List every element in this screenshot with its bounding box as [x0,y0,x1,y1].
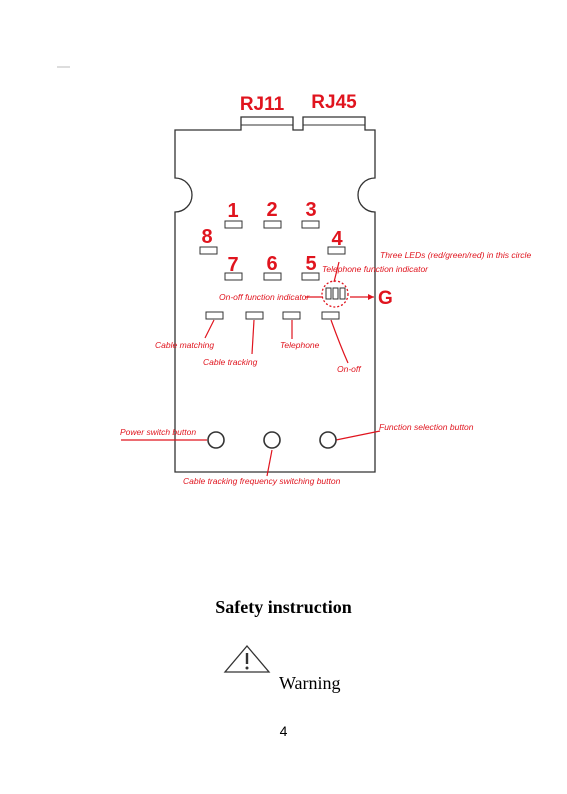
page-number: 4 [0,723,567,739]
callout-frequency-switch: Cable tracking frequency switching butto… [183,476,341,486]
callout-three-leds: Three LEDs (red/green/red) in this circl… [380,250,531,260]
number-2: 2 [266,199,277,221]
number-3: 3 [305,199,316,221]
led-slot-2 [264,221,281,228]
callout-cable-tracking: Cable tracking [203,357,258,367]
number-6: 6 [266,253,277,275]
function-selection-button[interactable] [320,432,336,448]
section-title: Safety instruction [0,597,567,618]
warning-label: Warning [279,673,341,694]
led-slot-onoff [322,312,339,319]
callout-function-selection: Function selection button [379,422,474,432]
led-g-left [326,288,331,299]
rj11-label: RJ11 [240,94,285,115]
led-g-mid [333,288,338,299]
number-4: 4 [331,228,343,250]
led-g-right [340,288,345,299]
led-slot-cable-matching [206,312,223,319]
callout-power-switch: Power switch button [120,427,196,437]
number-7: 7 [227,254,238,276]
callout-onoff: On-off [337,364,362,374]
number-5: 5 [305,253,316,275]
callout-cable-matching: Cable matching [155,340,214,350]
power-switch-button[interactable] [208,432,224,448]
number-1: 1 [227,200,238,222]
callout-telephone: Telephone [280,340,320,350]
led-slot-3 [302,221,319,228]
frequency-switch-button[interactable] [264,432,280,448]
callout-onoff-indicator: On-off function indicator [219,292,310,302]
led-slot-8 [200,247,217,254]
led-slot-cable-tracking [246,312,263,319]
page-corner-mark [57,58,71,68]
g-label: G [378,288,393,309]
rj45-label: RJ45 [311,92,357,113]
callout-telephone-indicator: Telephone function indicator [322,264,429,274]
led-slot-telephone [283,312,300,319]
led-slot-1 [225,221,242,228]
warning-icon [223,644,271,674]
number-8: 8 [201,226,212,248]
